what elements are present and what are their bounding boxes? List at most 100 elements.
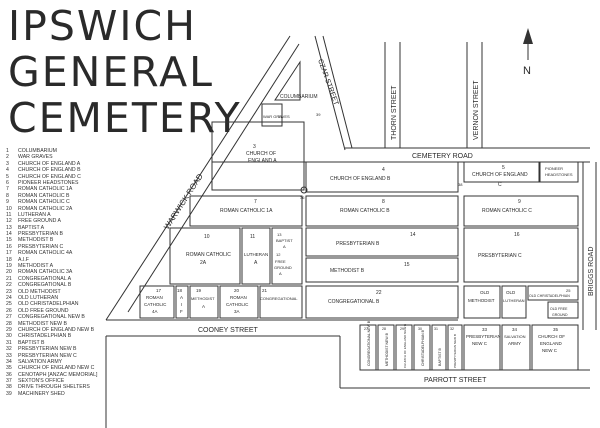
legend-item: 4 CHURCH OF ENGLAND B [6, 167, 116, 173]
section-32-number: 32 [450, 327, 454, 331]
legend-item-number: 20 [6, 269, 12, 276]
section-9-outline [463, 195, 579, 227]
marker-39: 39 [316, 112, 321, 117]
section-7-outline [189, 195, 303, 227]
section-4-label: CHURCH OF ENGLAND B [330, 176, 391, 182]
section-1-outline [274, 60, 301, 101]
legend-item-label: METHODIST B [18, 237, 54, 244]
section-4-outline [305, 161, 459, 193]
legend-item-label: SEXTON'S OFFICE [18, 378, 65, 385]
legend-item-label: OLD FREE GROUND [18, 307, 69, 314]
section-31-number: 31 [434, 327, 438, 331]
legend-item-number: 37 [6, 378, 12, 385]
legend-item-label: OLD METHODIST [18, 288, 61, 295]
section-12-label-1: FREE [275, 259, 286, 264]
section-24-label-1: OLD [506, 290, 516, 295]
section-23-label-2: METHODIST [468, 298, 495, 303]
legend-item-number: 38 [6, 384, 12, 391]
legend-item-label: LUTHERAN A [18, 211, 51, 218]
legend-item-number: 4 [6, 167, 9, 174]
section-11-outline [241, 227, 271, 285]
section-19-label-1: METHODIST [191, 296, 215, 301]
czar-street-label: CZAR STREET [316, 58, 339, 107]
section-34-outline [501, 324, 531, 371]
legend-item-label: CHURCH OF ENGLAND C [18, 173, 81, 180]
section-26-outline [547, 301, 579, 319]
legend-item-label: BAPTIST B [18, 339, 45, 346]
section-35-outline [531, 324, 579, 371]
section-29-number: 29 [400, 327, 404, 331]
czar-street-line-west [314, 35, 346, 151]
section-35-label-3: NEW C [542, 348, 558, 353]
legend-item-label: PRESBYTERIAN NEW B [18, 346, 77, 353]
section-15-number: 15 [404, 262, 410, 268]
legend-item-number: 34 [6, 358, 12, 365]
section-17-number: 17 [156, 288, 162, 293]
section-9-label: ROMAN CATHOLIC C [482, 208, 532, 214]
legend-item-label: METHODIST A [18, 263, 54, 270]
section-20-number: 20 [234, 288, 240, 293]
section-14-number: 14 [410, 232, 416, 238]
legend-item-label: ROMAN CATHOLIC 3A [18, 269, 73, 276]
marker-37: 37 [278, 114, 283, 119]
section-18-label-1: A [180, 295, 183, 300]
section-21-label: CONGREGATIONAL [260, 296, 298, 301]
section-21-number: 21 [262, 288, 268, 293]
section-18-label-3: F [180, 309, 183, 314]
section-19-number: 19 [196, 288, 202, 293]
section-24-outline [501, 285, 527, 319]
north-arrow-icon [523, 28, 533, 44]
parrott-street-label: PARROTT STREET [424, 377, 487, 384]
section-10-number: 10 [204, 234, 210, 240]
legend-item-label: PRESBYTERIAN NEW C [18, 352, 77, 359]
legend-item-number: 18 [6, 256, 12, 263]
section-16-outline [463, 227, 579, 283]
section-25-label: OLD CHRISTADELPHIAN [529, 294, 570, 298]
section-12-13-outline [271, 227, 303, 285]
legend-item-label: CHURCH OF ENGLAND NEW C [18, 365, 95, 372]
legend-item-number: 8 [6, 192, 9, 199]
section-32-label: PRESBYTERIAN NEW B [453, 334, 457, 368]
legend-item-number: 22 [6, 282, 12, 289]
cooney-street-label: COONEY STREET [198, 327, 258, 334]
legend-item-label: BAPTIST A [18, 224, 45, 231]
legend-item-label: CHURCH OF ENGLAND B [18, 167, 81, 174]
section-33-number: 33 [482, 327, 488, 332]
legend-item-label: PIONEER HEADSTONES [18, 179, 79, 186]
section-9-number: 9 [518, 199, 521, 205]
section-17-label-3: 4A [152, 309, 158, 314]
legend-item-number: 25 [6, 301, 12, 308]
section-30-outline [413, 324, 431, 371]
legend-item-number: 14 [6, 231, 12, 238]
warwick-road-line-west [105, 35, 291, 321]
section-20-label-2: CATHOLIC [226, 302, 249, 307]
legend-item-number: 7 [6, 186, 9, 193]
section-5-number: 5 [502, 165, 505, 171]
section-35-label-1: CHURCH OF [538, 334, 565, 339]
section-28-number: 28 [382, 327, 386, 331]
section-26-label-2: GROUND [552, 313, 568, 317]
legend-item-label: ROMAN CATHOLIC 1A [18, 186, 73, 193]
section-34-label-1: SALVATION [504, 334, 526, 339]
section-21-outline [259, 285, 303, 319]
section-22-outline [305, 285, 459, 319]
section-22-number: 22 [376, 290, 382, 296]
section-12-number: 12 [276, 252, 281, 257]
legend-item-label: OLD LUTHERAN [18, 294, 59, 301]
cemetery-road-label: CEMETERY ROAD [412, 153, 473, 160]
section-2-label: WAR GRAVES [263, 114, 290, 119]
section-6-label-1: PIONEER [545, 166, 563, 171]
